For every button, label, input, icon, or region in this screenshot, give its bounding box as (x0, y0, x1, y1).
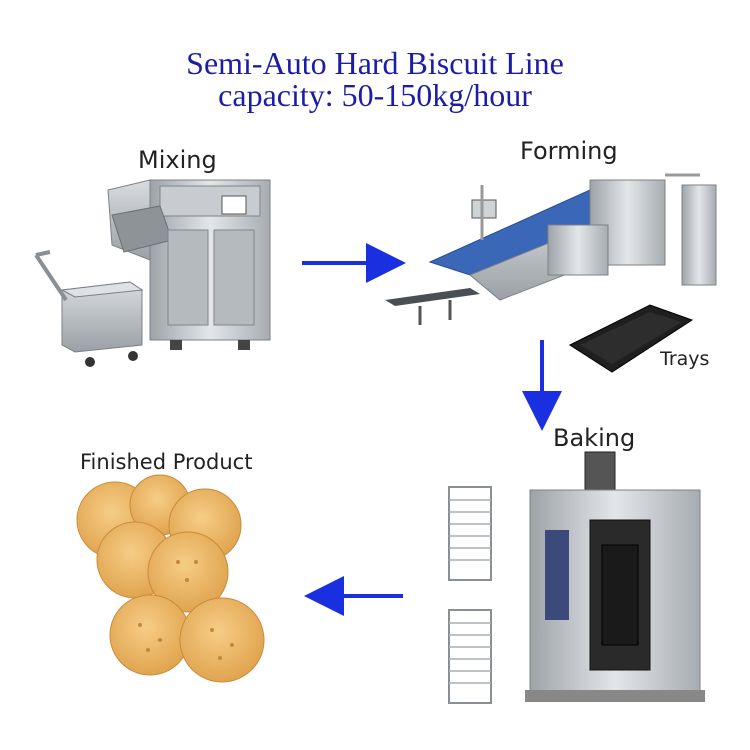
rotary-oven-icon (525, 451, 705, 702)
stage-label-mixing: Mixing (138, 146, 217, 174)
tray-rack-icon (448, 486, 492, 704)
page-subtitle: capacity: 50-150kg/hour (218, 77, 532, 113)
mixer-machine-icon (107, 179, 271, 350)
forming-machine-icon (385, 173, 717, 325)
baking-tray-icon (568, 304, 694, 373)
stage-label-baking: Baking (553, 424, 636, 452)
stage-label-forming: Forming (520, 137, 618, 165)
arrow-icon (302, 243, 562, 616)
stage-label-trays: Trays (660, 348, 710, 370)
page-title: Semi-Auto Hard Biscuit Line (186, 45, 564, 81)
biscuits-icon (76, 474, 265, 683)
stage-label-finished-product: Finished Product (80, 450, 253, 474)
dough-trolley-icon (34, 250, 144, 367)
